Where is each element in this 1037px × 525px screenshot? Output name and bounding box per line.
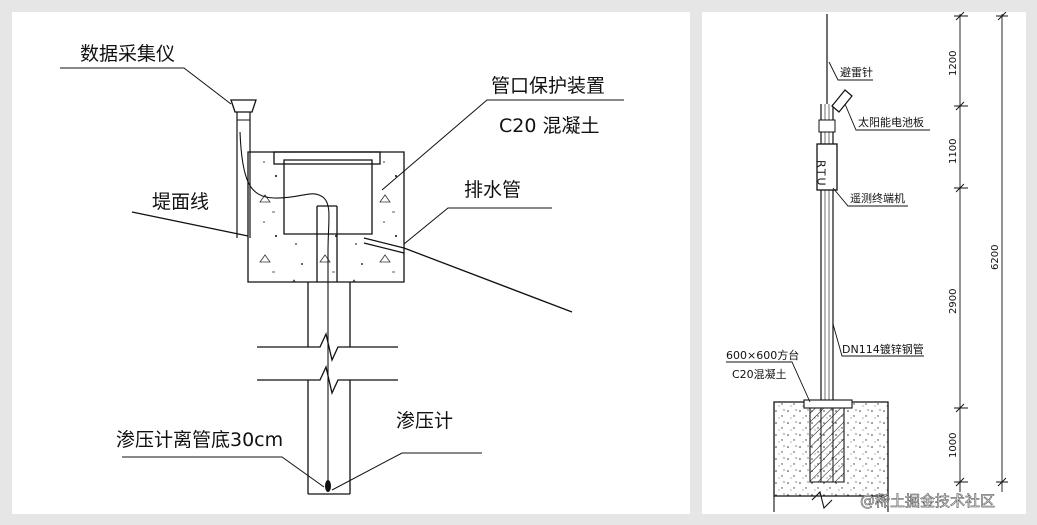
label-concrete: C20 混凝土 [499,115,599,137]
piezometer-installation-diagram: 数据采集仪 管口保护装置 C20 混凝土 排水管 堤面线 渗压计离管底30cm … [12,12,690,514]
rtu-pole-diagram: RTU 1200 1100 2900 1000 6200 [702,12,1026,514]
label-steel-pipe: DN114镀锌钢管 [842,342,924,356]
label-platform-size: 600×600方台 [726,348,799,362]
sensor-cable [239,131,330,482]
label-rtu: 遥测终端机 [850,191,905,205]
dim-2900: 2900 [948,289,959,314]
label-embankment-line: 堤面线 [152,191,209,213]
piezometer-sensor [325,480,331,492]
label-sensor-distance: 渗压计离管底30cm [116,429,283,451]
monitoring-tube [307,282,351,494]
dim-1000: 1000 [948,433,959,458]
data-logger [230,99,257,113]
rtu-box-text: RTU [815,160,828,188]
label-pipe-protection: 管口保护装置 [491,75,605,97]
drain-pipe [363,237,405,249]
break-line-bottom [257,365,398,395]
label-platform-concrete: C20混凝土 [732,367,787,381]
label-lightning-rod: 避雷针 [840,65,873,79]
watermark: @稀土掘金技术社区 [860,492,995,510]
rtu-pole-svg: RTU 1200 1100 2900 1000 6200 [726,12,1008,512]
break-line-top [257,332,398,362]
label-piezometer: 渗压计 [396,410,453,432]
concrete-block [247,151,405,283]
rtu-box [816,143,838,191]
solar-panel [831,89,853,113]
dim-1100: 1100 [948,139,959,164]
label-drain-pipe: 排水管 [464,179,521,201]
label-solar-panel: 太阳能电池板 [858,115,924,129]
dim-6200: 6200 [990,245,1001,270]
pipe-sleeve [809,407,845,483]
piezometer-diagram-svg: 数据采集仪 管口保护装置 C20 混凝土 排水管 堤面线 渗压计离管底30cm … [60,43,624,495]
label-data-logger: 数据采集仪 [80,43,175,65]
embankment-line [131,211,249,237]
dim-1200: 1200 [948,51,959,76]
